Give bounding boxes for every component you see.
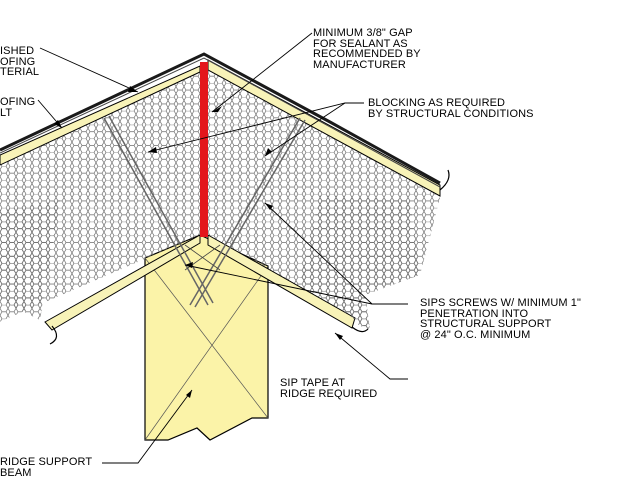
label-ridge-beam: RIDGE SUPPORT BEAM <box>0 456 93 479</box>
label-roofing-felt: OFING LT <box>0 96 36 119</box>
label-sips-screws: SIPS SCREWS W/ MINIMUM 1" PENETRATION IN… <box>420 297 582 341</box>
label-sip-tape: SIP TAPE AT RIDGE REQUIRED <box>280 377 378 400</box>
ridge-support-beam <box>144 234 269 441</box>
arrowheads <box>54 86 343 398</box>
right-sip-panel <box>207 59 441 330</box>
sip-tape-curls <box>49 169 450 345</box>
left-sip-panel <box>0 65 201 331</box>
label-sealant-gap: MINIMUM 3/8" GAP FOR SEALANT AS RECOMMEN… <box>313 27 421 71</box>
left-foam-lower <box>0 200 60 320</box>
label-finished-roofing: ISHED OFING TERIAL <box>0 45 40 78</box>
left-bottom-skin <box>44 234 201 331</box>
roofing-material <box>0 52 441 188</box>
label-blocking: BLOCKING AS REQUIRED BY STRUCTURAL CONDI… <box>368 97 534 120</box>
sealant-gap <box>200 62 208 237</box>
sips-screws <box>103 115 306 308</box>
right-foam-stepped <box>300 195 420 330</box>
